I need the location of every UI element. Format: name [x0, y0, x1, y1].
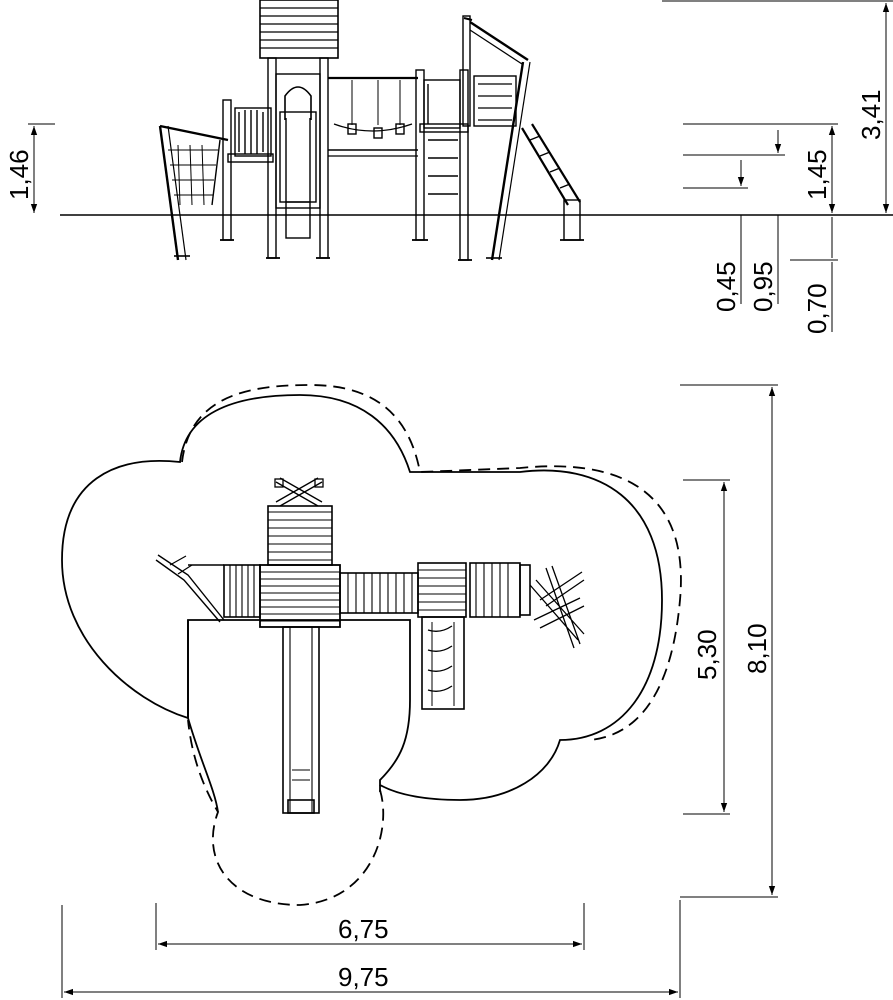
dimension-height-left [28, 123, 55, 213]
dim-label-0-70: 0,70 [802, 283, 832, 334]
dim-label-8-10: 8,10 [742, 623, 772, 674]
dimension-total-depth [680, 384, 778, 898]
impact-area-dashed [181, 384, 682, 906]
impact-area-solid [61, 394, 663, 801]
dimension-level-c [790, 217, 838, 332]
dimension-level-a [683, 160, 748, 304]
plan-ladder [421, 616, 465, 710]
dim-label-1-45: 1,45 [802, 149, 832, 200]
central-tower [259, 0, 339, 259]
dimension-platform-height [683, 123, 838, 213]
side-elevation-view: 1,46 3,41 1,45 0,95 0,45 [4, 0, 893, 334]
plan-right-bridge [339, 572, 419, 614]
plan-central-deck [259, 505, 341, 628]
dimension-level-b [683, 130, 785, 304]
left-platform [220, 99, 274, 241]
dim-label-5-30: 5,30 [692, 629, 722, 680]
dim-label-0-45: 0,45 [711, 261, 741, 312]
plan-crossed-spars-top [274, 477, 324, 507]
dimension-equipment-width [155, 903, 585, 950]
ship-mast [462, 15, 531, 261]
dim-label-9-75: 9,75 [338, 962, 389, 992]
dim-label-0-95: 0,95 [748, 261, 778, 312]
dim-label-6-75: 6,75 [338, 914, 389, 944]
climbing-ramp [521, 123, 584, 241]
rope-bridge [328, 76, 418, 157]
dim-label-1-46: 1,46 [4, 149, 34, 200]
right-tower [412, 69, 472, 261]
plan-left-bridge [155, 554, 261, 623]
plan-crossed-spars-right [529, 565, 585, 649]
dim-label-3-41: 3,41 [856, 89, 886, 140]
climbing-net-frame [158, 124, 229, 261]
plan-right-towers [417, 562, 531, 618]
dimension-total-height [662, 0, 893, 213]
dimension-equipment-depth [683, 479, 730, 815]
plan-slide [282, 626, 320, 814]
tower-roof [259, 0, 339, 59]
plan-view: 5,30 8,10 6,75 9,75 [61, 384, 778, 998]
dimension-total-width [61, 900, 681, 998]
